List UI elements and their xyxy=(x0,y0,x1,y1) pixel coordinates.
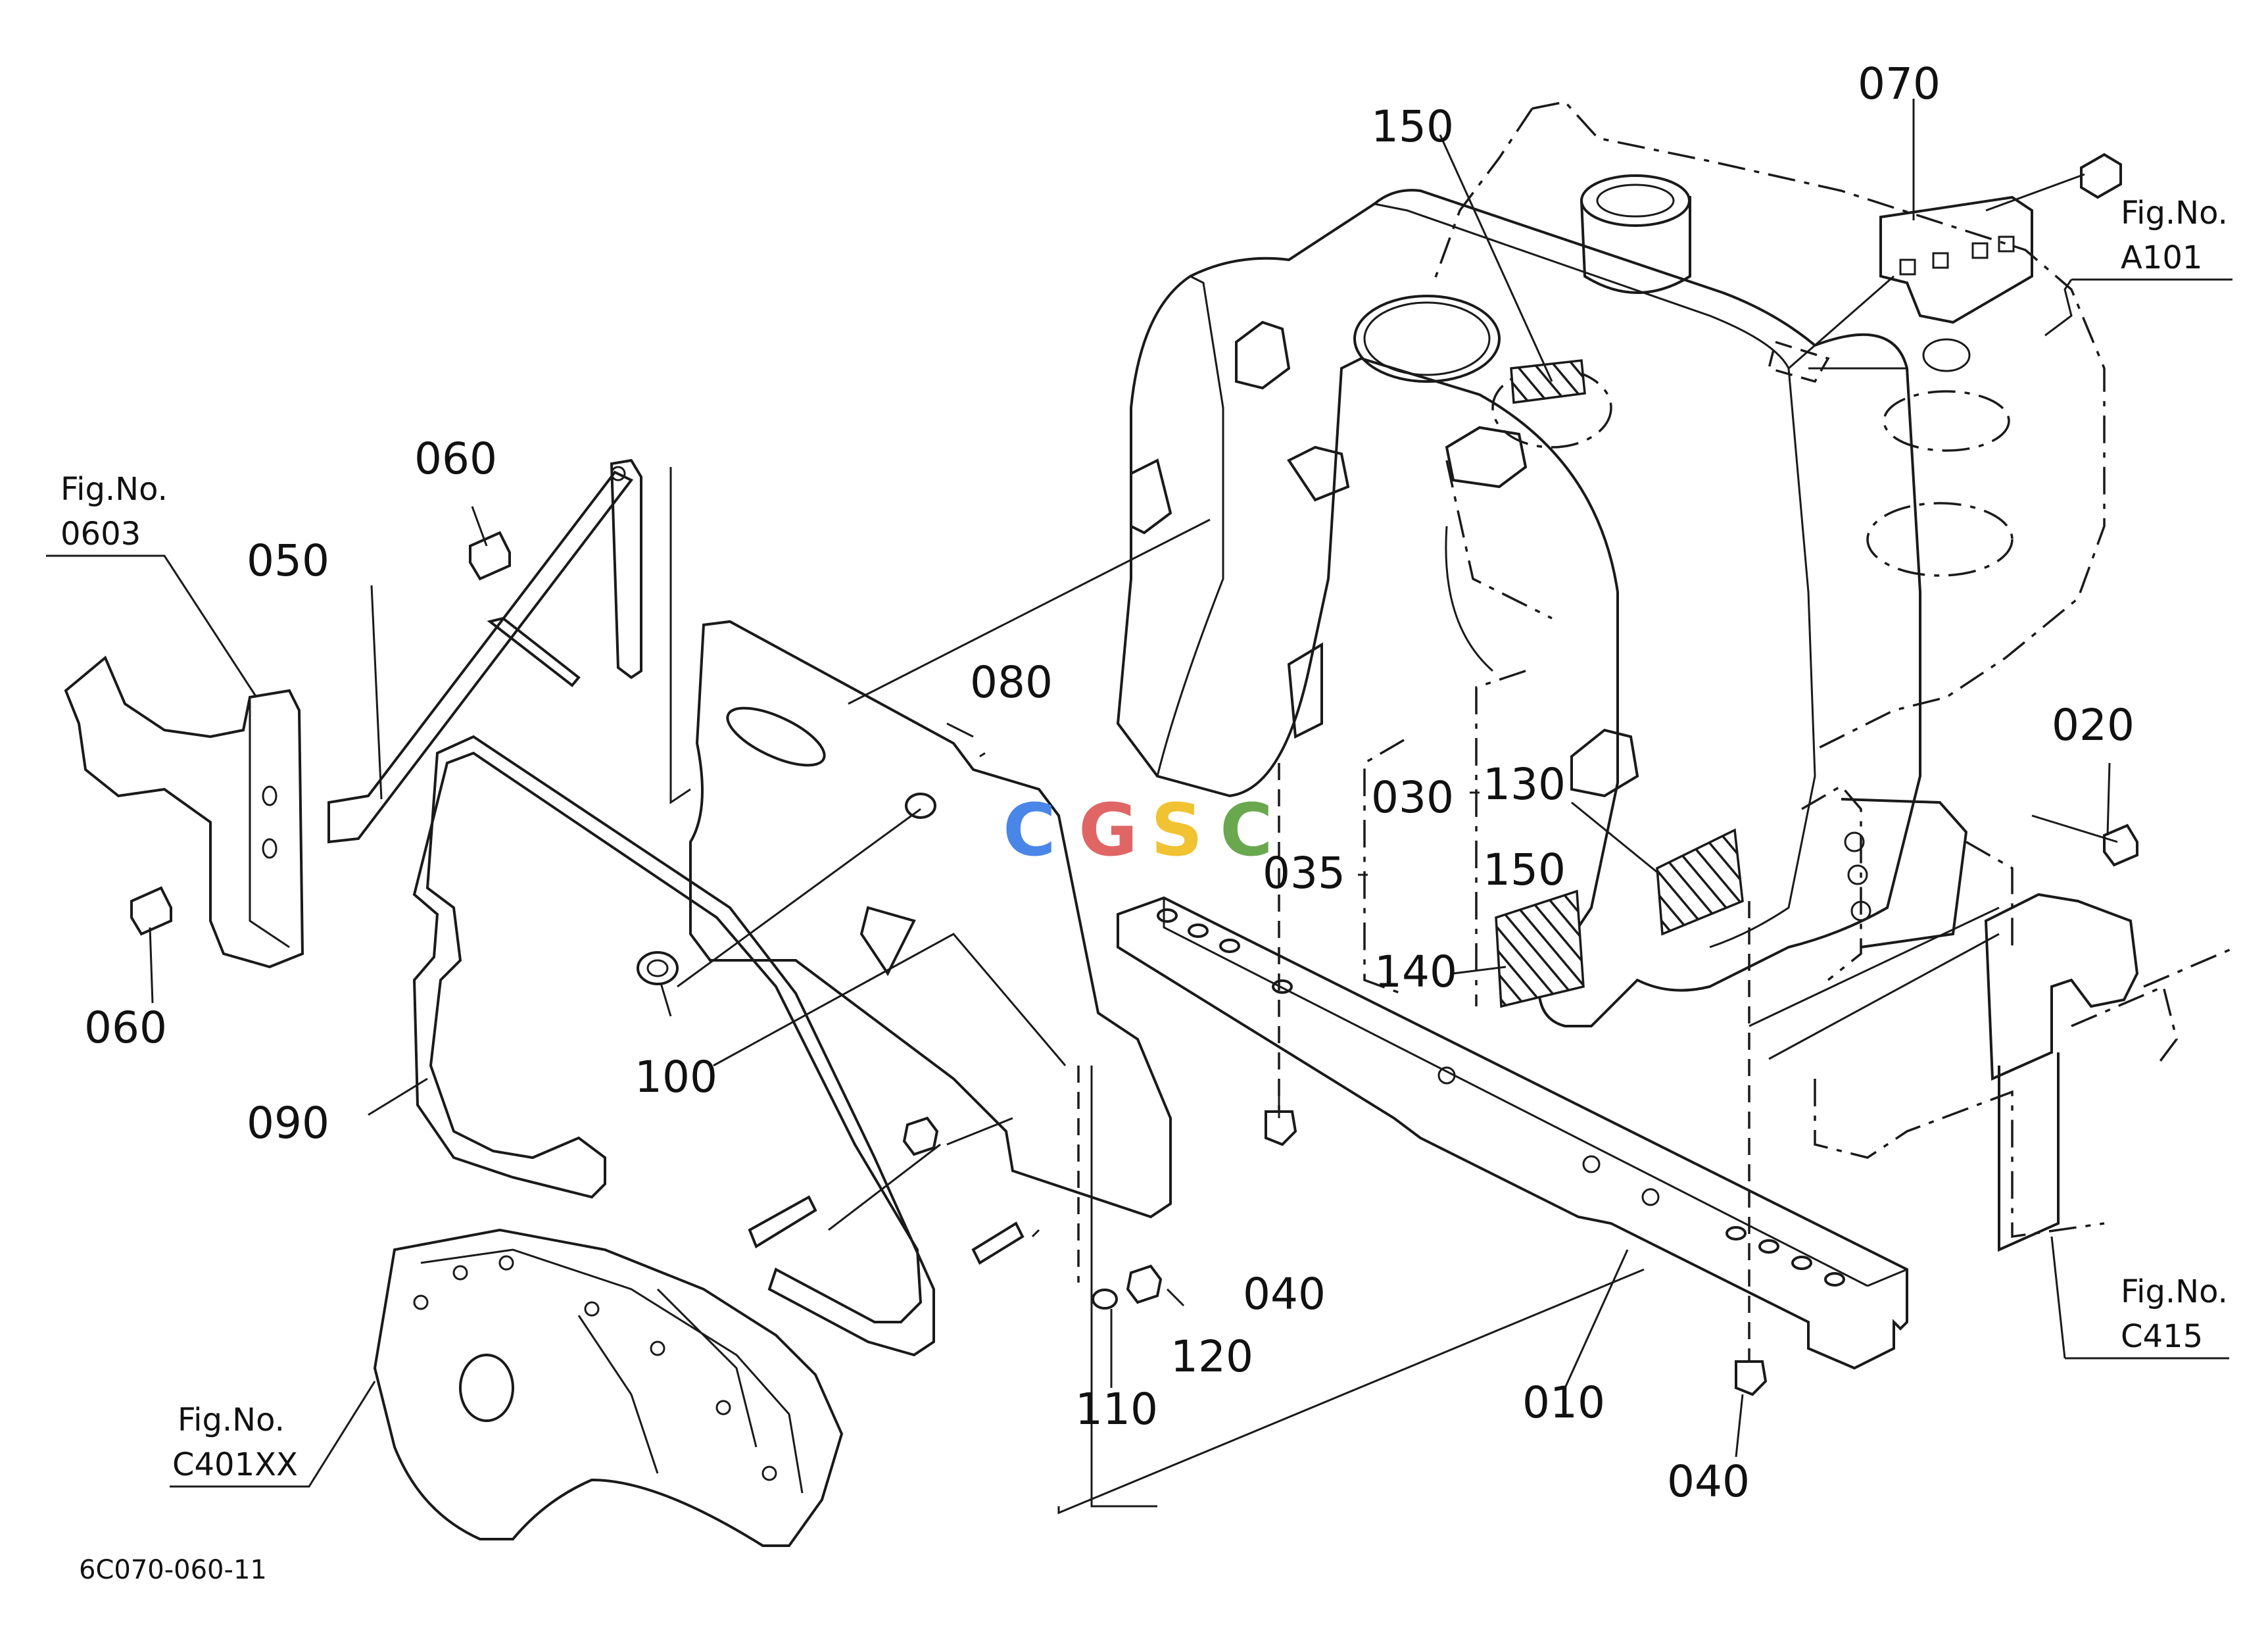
part-label-100: 100 xyxy=(635,1052,717,1102)
fig-ref-number: C415 xyxy=(2121,1318,2203,1355)
left-bracket xyxy=(64,458,642,969)
drawing-number: 6C070-060-11 xyxy=(79,1555,267,1585)
fig-ref-caption: Fig.No. xyxy=(2121,195,2228,232)
fig-ref-c415: Fig.No. C415 xyxy=(2121,1273,2228,1355)
stud-icon xyxy=(748,1195,1025,1265)
watermark: C G S C xyxy=(1003,788,1273,872)
part-label-140: 140 xyxy=(1374,946,1457,997)
leader-lines xyxy=(46,99,2232,1515)
fig-ref-number: 0603 xyxy=(60,516,141,553)
part-label-030: 030 xyxy=(1371,772,1454,823)
part-label-060: 060 xyxy=(84,1002,167,1053)
watermark-letter: G xyxy=(1078,788,1138,872)
fig-ref-a101: Fig.No. A101 xyxy=(2121,195,2228,276)
part-label-050: 050 xyxy=(247,535,329,586)
right-frame xyxy=(1801,784,2236,1252)
part-label-130: 130 xyxy=(1483,759,1566,810)
watermark-letter: C xyxy=(1220,788,1273,872)
fig-ref-c401xx: Fig.No. C401XX xyxy=(172,1402,298,1483)
watermark-letter: S xyxy=(1151,788,1203,872)
gasket xyxy=(412,735,935,1357)
cover-plate xyxy=(689,620,1172,1219)
part-label-040: 040 xyxy=(1667,1456,1750,1507)
part-label-020: 020 xyxy=(2052,700,2135,750)
fig-ref-caption: Fig.No. xyxy=(2121,1273,2228,1310)
fig-ref-number: C401XX xyxy=(172,1446,298,1483)
fuel-tank xyxy=(1432,101,2106,751)
front-frame-beam xyxy=(1117,896,1908,1370)
fig-ref-caption: Fig.No. xyxy=(178,1402,285,1438)
part-label-035: 035 xyxy=(1263,848,1345,898)
figure-references: Fig.No. 0603 Fig.No. A101 Fig.No. C415 F… xyxy=(60,195,2228,1483)
transmission-housing xyxy=(373,1228,844,1547)
nut-icon xyxy=(902,1116,1163,1304)
part-label-040: 040 xyxy=(1243,1269,1326,1319)
part-label-080: 080 xyxy=(970,657,1053,708)
part-label-060: 060 xyxy=(414,433,497,484)
fig-ref-caption: Fig.No. xyxy=(60,471,168,508)
washer-icon xyxy=(637,951,1118,1310)
part-labels: 150 070 060 050 080 060 100 090 030 130 … xyxy=(84,59,2135,1507)
part-label-110: 110 xyxy=(1075,1384,1158,1435)
fig-ref-number: A101 xyxy=(2121,239,2202,276)
part-label-070: 070 xyxy=(1858,59,1941,109)
part-label-010: 010 xyxy=(1522,1377,1605,1428)
part-label-090: 090 xyxy=(247,1098,329,1148)
part-label-120: 120 xyxy=(1170,1331,1253,1382)
bolt-icon xyxy=(130,153,2138,1396)
watermark-letter: C xyxy=(1003,788,1056,872)
front-support-frame xyxy=(1116,189,2033,1027)
part-label-150: 150 xyxy=(1483,845,1566,895)
fig-ref-0603: Fig.No. 0603 xyxy=(60,471,168,553)
part-label-150: 150 xyxy=(1371,101,1454,152)
